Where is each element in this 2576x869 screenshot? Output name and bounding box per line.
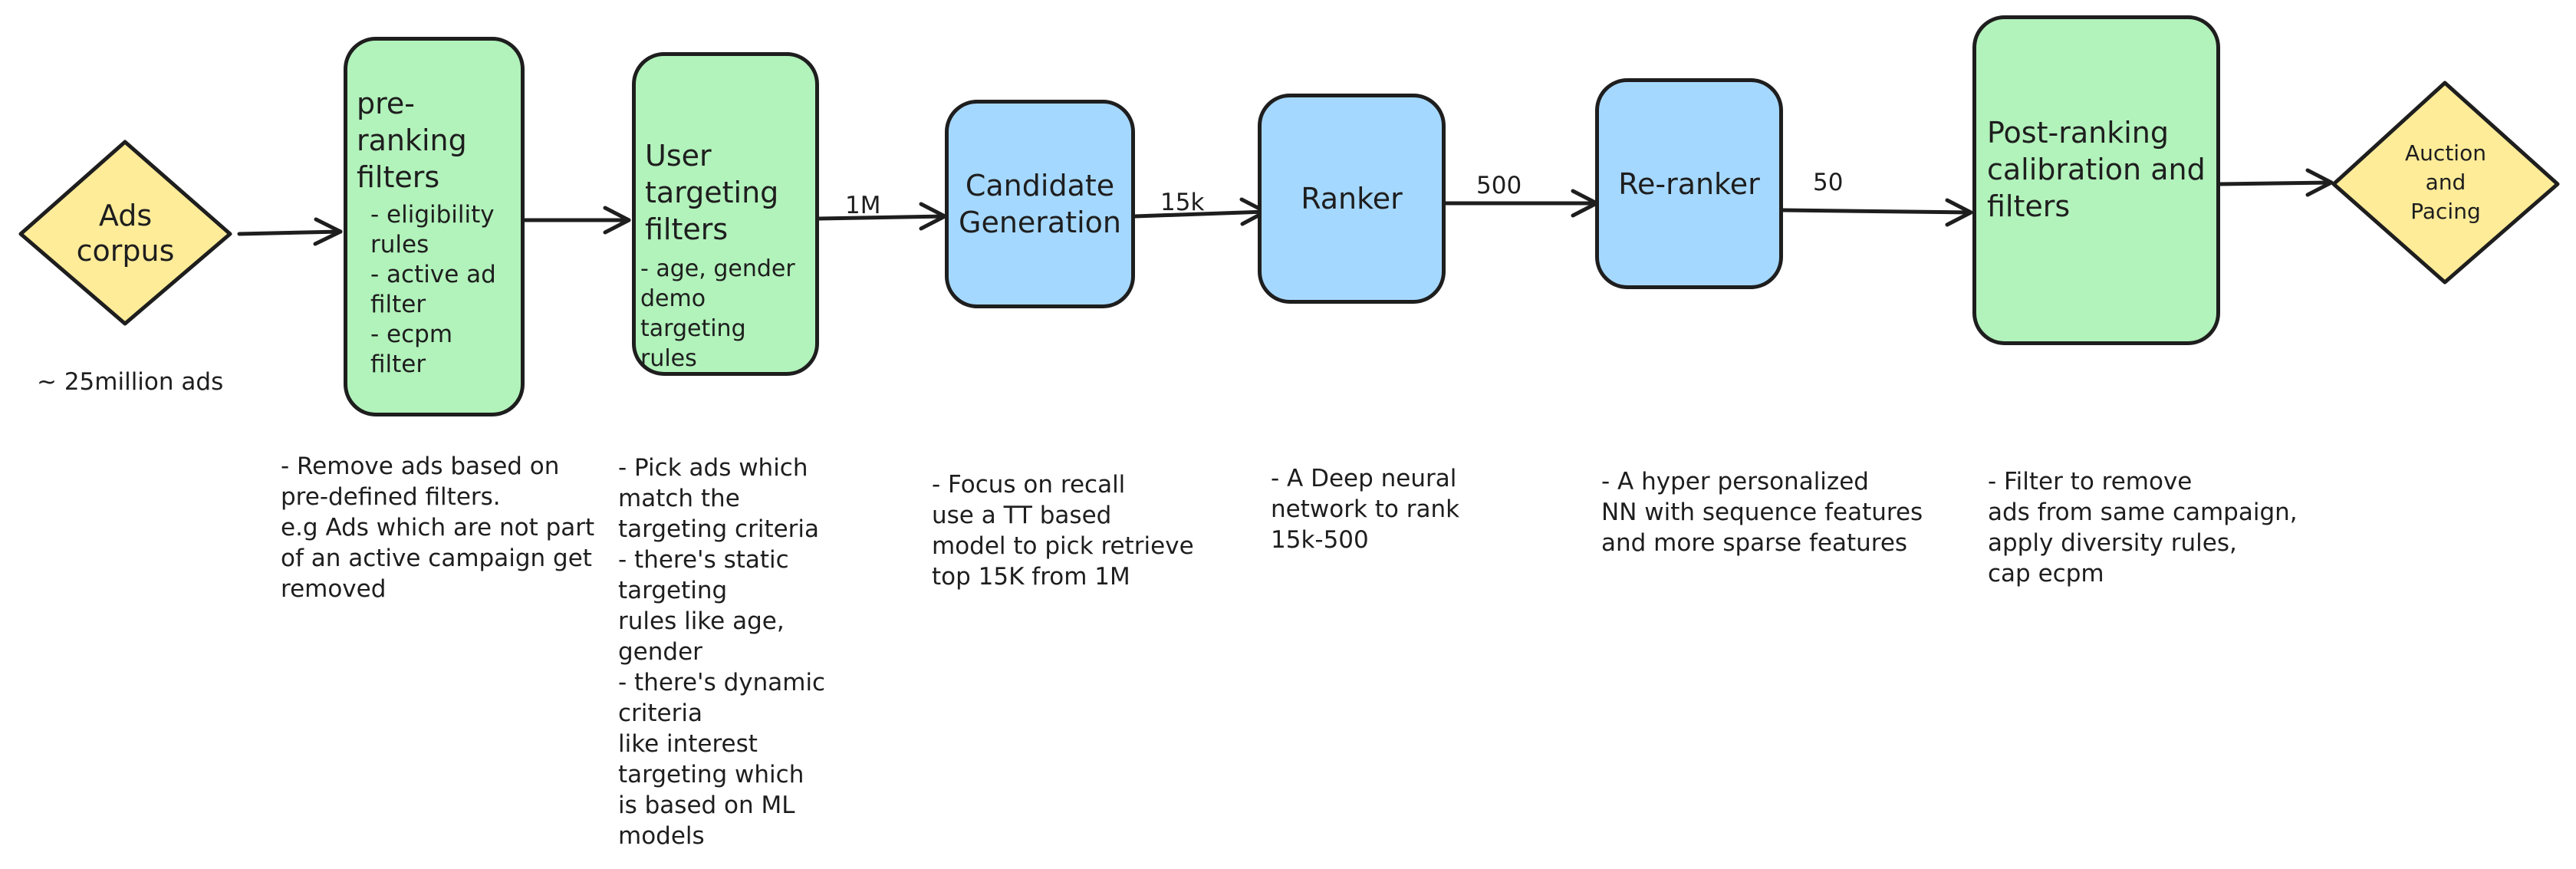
reranker-node: Re-ranker: [1595, 78, 1783, 289]
edge-label-500: 500: [1476, 172, 1522, 199]
postranking-title: Post-ranking calibration and filters: [1987, 116, 2206, 223]
user-targeting-filters-node: User targeting filters - age, gender dem…: [632, 52, 819, 376]
auction-pacing-label: Auction and Pacing: [2405, 140, 2486, 224]
user-targeting-title: User targeting filters: [645, 139, 779, 246]
preranking-body: - eligibility rules - active ad filter -…: [370, 201, 496, 378]
preranking-filters-node: pre-ranking filters - eligibility rules …: [344, 37, 525, 416]
ranker-note: - A Deep neural network to rank 15k-500: [1271, 465, 1460, 554]
corpus-size-note: ~ 25million ads: [37, 368, 224, 396]
arrow-postranking-to-auction: [2218, 168, 2334, 197]
ranker-title: Ranker: [1301, 182, 1403, 216]
preranking-note: - Remove ads based on pre-defined filter…: [281, 453, 595, 603]
reranker-note: - A hyper personalized NN with sequence …: [1601, 468, 1923, 557]
arrow-user-targeting-to-candidate: [817, 202, 947, 231]
arrow-reranker-to-postranking: [1781, 198, 1973, 227]
ads-corpus-diamond-shape: [18, 140, 232, 326]
candidate-generation-node: Candidate Generation: [945, 100, 1135, 308]
ads-corpus-label: Ads corpus: [76, 198, 175, 268]
candidate-generation-note: - Focus on recall use a TT based model t…: [932, 471, 1194, 591]
edge-label-1m: 1M: [845, 192, 881, 219]
edge-label-50: 50: [1813, 169, 1844, 196]
auction-diamond-shape: [2331, 81, 2560, 285]
ranker-node: Ranker: [1258, 94, 1446, 304]
preranking-title: pre-ranking filters: [357, 87, 467, 194]
edge-label-15k: 15k: [1160, 189, 1205, 216]
ads-corpus-node: Ads corpus: [21, 142, 230, 324]
user-targeting-note: - Pick ads which match the targeting cri…: [618, 454, 826, 850]
arrow-corpus-to-preranking: [237, 217, 343, 246]
postranking-note: - Filter to remove ads from same campaig…: [1988, 468, 2298, 588]
arrow-preranking-to-user-targeting: [522, 206, 631, 235]
auction-pacing-node: Auction and Pacing: [2334, 83, 2558, 282]
candidate-generation-title: Candidate Generation: [959, 169, 1121, 239]
reranker-title: Re-ranker: [1618, 166, 1760, 201]
postranking-node: Post-ranking calibration and filters: [1972, 15, 2220, 345]
user-targeting-body: - age, gender demo targeting rules: [640, 255, 795, 372]
